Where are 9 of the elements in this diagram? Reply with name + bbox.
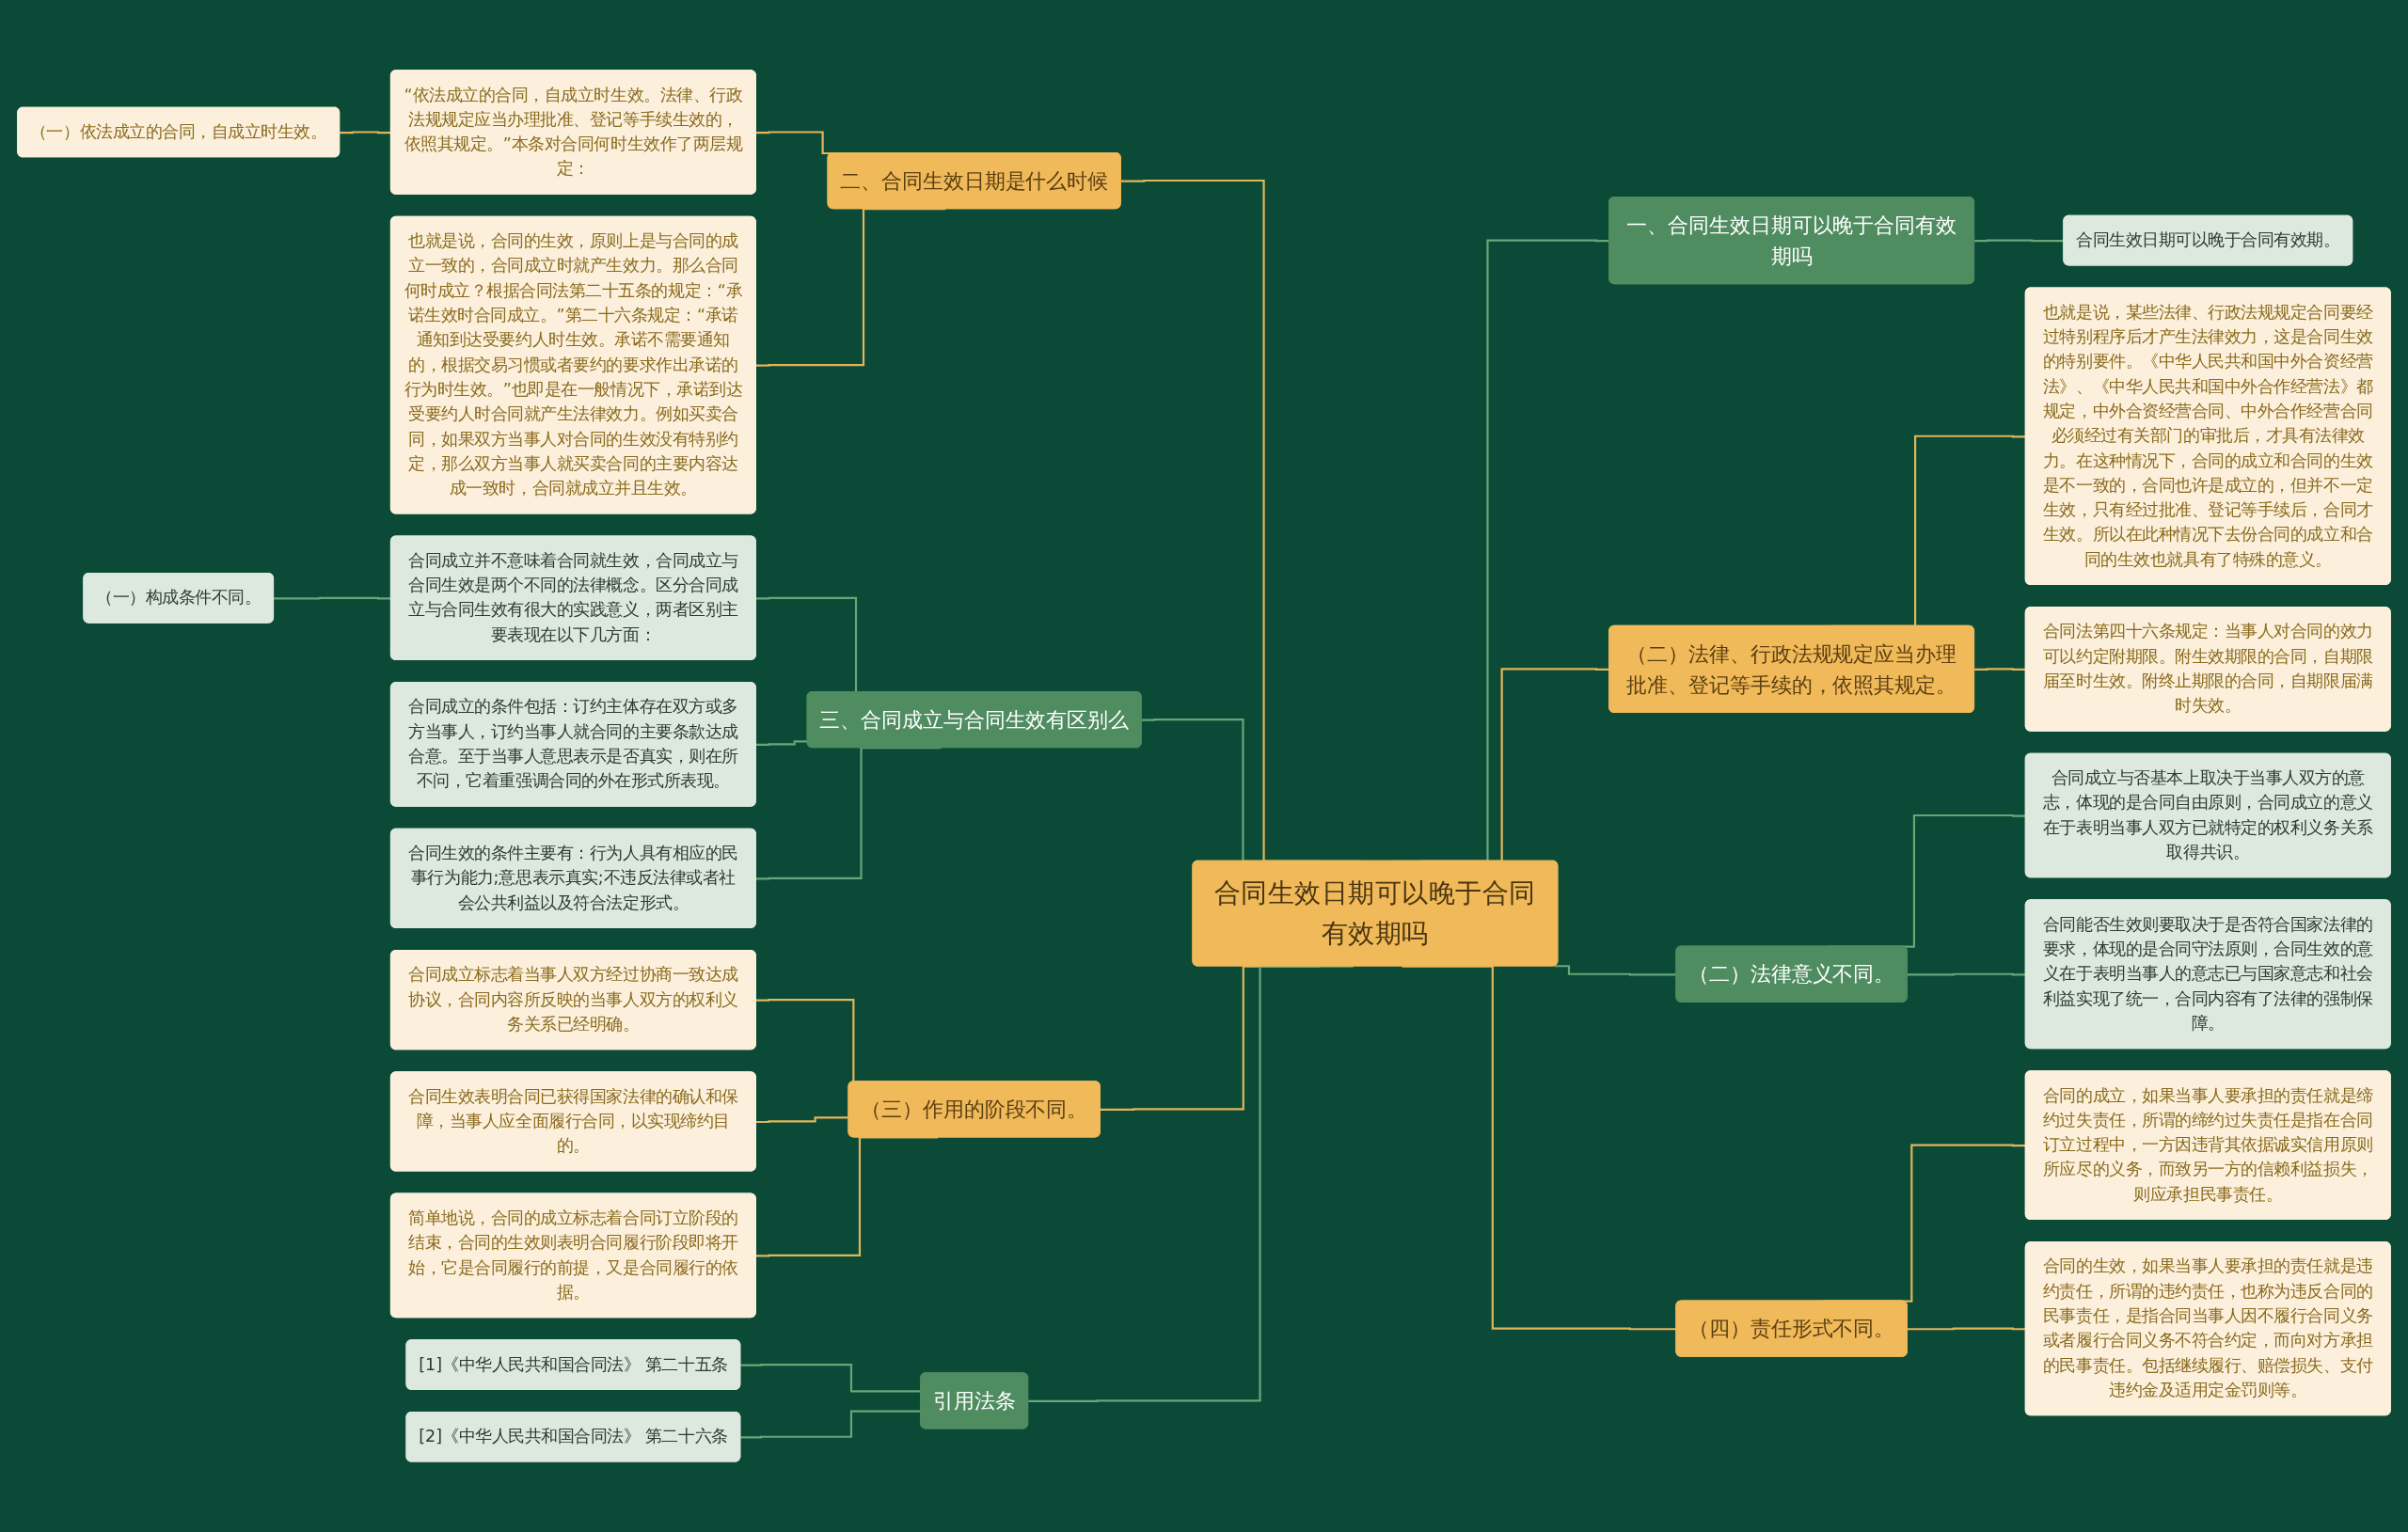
connector [1974, 668, 2026, 671]
connector [340, 131, 391, 134]
connector [755, 747, 942, 880]
connector [1907, 972, 2026, 976]
connector [1907, 1327, 2026, 1331]
connector [755, 740, 808, 747]
connector [755, 208, 946, 367]
connector [755, 1136, 939, 1257]
connector [274, 596, 391, 600]
